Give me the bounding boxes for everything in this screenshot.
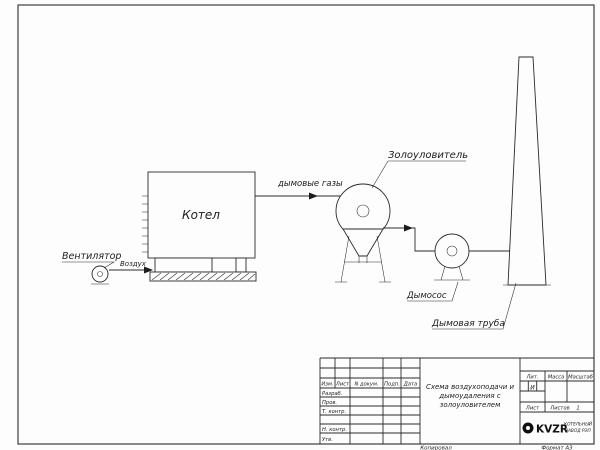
drawing-frame — [17, 4, 595, 445]
smoke-exhauster-label: Дымосос — [406, 291, 447, 301]
foundation-hatch — [151, 272, 256, 281]
cyclone-cone — [342, 228, 384, 257]
row-utv: Утв. — [322, 437, 333, 443]
col-izm: Изм. — [321, 382, 333, 388]
fan-leader-line — [62, 261, 115, 269]
air-flow: Воздух — [109, 260, 153, 274]
ash-collector-leader-line — [371, 160, 466, 189]
fan-symbol: Вентилятор — [62, 251, 121, 285]
row-prov: Пров. — [322, 400, 337, 406]
row-nkontr: Н. контр. — [322, 427, 347, 433]
flue-arrowhead — [309, 192, 318, 200]
flue-gas-duct: дымовые газы — [255, 179, 343, 200]
doc-title-line3: золоуловителем — [440, 401, 502, 409]
fan-hub — [97, 271, 103, 277]
boiler-body — [147, 171, 256, 259]
outlet-duct-line — [383, 227, 435, 252]
col-ndoc: N докум. — [354, 382, 378, 388]
outlet-arrowhead — [404, 224, 413, 232]
ash-collector-label: Золоуловитель — [388, 150, 468, 161]
boiler-left-ticks — [142, 195, 148, 253]
boiler-support-leg — [235, 257, 247, 273]
col-data: Дата — [403, 382, 417, 388]
schematic: Котел Вентилятор Воздух дымовые газы — [62, 56, 551, 330]
boiler-label: Котел — [182, 208, 220, 222]
fan-label: Вентилятор — [62, 251, 121, 262]
exhauster-stand — [434, 265, 470, 281]
flue-gases-label: дымовые газы — [277, 179, 343, 189]
cyclone-outlet-duct — [383, 224, 435, 252]
doc-title-line2: дымоудаления с — [438, 392, 501, 400]
boiler-furnace-box — [154, 257, 213, 273]
col-list: Лист — [335, 382, 350, 388]
sheets-label: Листов — [549, 406, 569, 412]
row-tkontr: Т. контр. — [322, 409, 346, 415]
kvzr-logo-icon-center — [526, 426, 530, 430]
scale-label: Масштаб — [568, 375, 593, 381]
title-block-horizontals — [320, 357, 594, 434]
boiler-symbol: Котел — [142, 171, 257, 282]
air-arrowhead — [144, 266, 153, 274]
cyclone-legs — [335, 235, 391, 283]
chimney-label: Дымовая труба — [431, 319, 505, 329]
lit-value: И — [530, 385, 535, 392]
company-line1: КОТЕЛЬНЫЙ — [564, 421, 593, 428]
title-block: Изм. Лист N докум. Подп. Дата Разраб. Пр… — [319, 357, 594, 444]
sheet-label: Лист — [525, 406, 540, 412]
lit-label: Лит. — [526, 375, 539, 381]
air-label: Воздух — [120, 260, 147, 268]
ash-collector-symbol: Золоуловитель — [335, 150, 468, 283]
boiler-foundation — [149, 271, 257, 282]
logo-text: KVZR — [536, 424, 568, 436]
exhauster-housing — [434, 233, 470, 269]
smoke-exhauster-symbol: Дымосос — [406, 233, 470, 302]
company-line2: ЗАВОД РЭП — [565, 428, 591, 434]
smoke-exhauster-leader-line — [407, 281, 459, 302]
title-block-verticals — [319, 358, 568, 444]
chimney-leader-line — [432, 282, 517, 330]
format-label: Формат А3 — [541, 446, 573, 450]
chimney-symbol: Дымовая труба — [431, 56, 551, 330]
doc-title-line1: Схема воздухоподачи и — [426, 383, 515, 391]
chimney-shape — [507, 56, 547, 286]
row-razrab: Разраб. — [322, 391, 342, 397]
copied-label: Копировал — [420, 446, 452, 450]
mass-label: Масса — [548, 375, 565, 381]
sheets-value: 1 — [576, 406, 579, 412]
exhauster-hub — [446, 245, 458, 257]
cyclone-center — [356, 204, 370, 218]
fan-housing — [91, 265, 109, 283]
col-podp: Подп. — [384, 382, 400, 388]
